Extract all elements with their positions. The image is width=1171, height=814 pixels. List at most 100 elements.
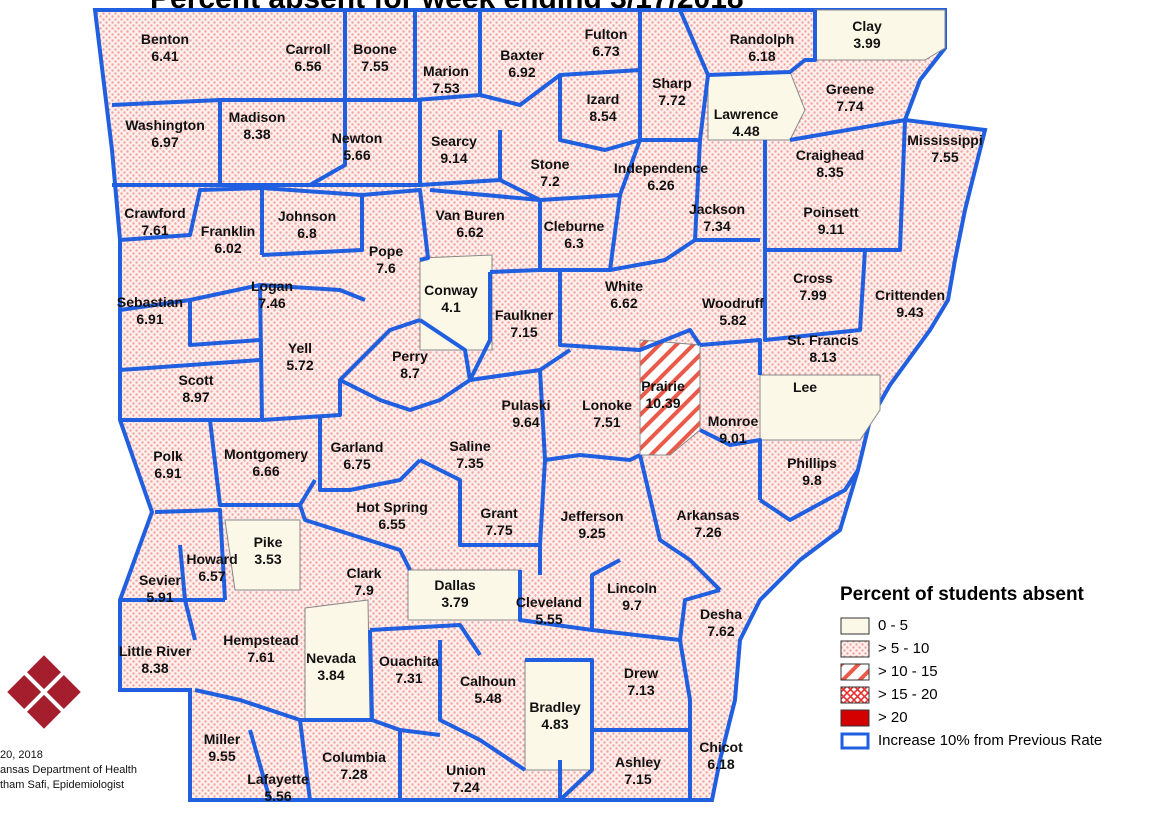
county-value-baxter: 6.92: [508, 64, 535, 80]
county-name-sebastian: Sebastian: [117, 294, 183, 310]
county-name-marion: Marion: [423, 63, 469, 79]
county-name-nevada: Nevada: [306, 650, 356, 666]
legend-swatch-dots: [840, 640, 870, 657]
county-name-lonoke: Lonoke: [582, 397, 632, 413]
county-value-independence: 6.26: [647, 177, 674, 193]
county-name-scott: Scott: [179, 372, 214, 388]
county-value-perry: 8.7: [400, 365, 420, 381]
county-name-benton: Benton: [141, 31, 189, 47]
county-value-crawford: 7.61: [141, 222, 168, 238]
county-name-miller: Miller: [204, 731, 241, 747]
county-boundaries: [111, 9, 907, 802]
county-value-lawrence: 4.48: [732, 123, 759, 139]
county-name-cross: Cross: [793, 270, 833, 286]
county-value-arkansas: 7.26: [694, 524, 721, 540]
county-value-cleveland: 5.55: [535, 611, 562, 627]
county-name-drew: Drew: [624, 665, 658, 681]
county-name-searcy: Searcy: [431, 133, 477, 149]
credit-date: 20, 2018: [0, 749, 43, 761]
county-value-lincoln: 9.7: [622, 597, 642, 613]
county-name-polk: Polk: [153, 448, 183, 464]
county-value-columbia: 7.28: [340, 766, 367, 782]
county-value-logan: 7.46: [258, 295, 285, 311]
county-name-baxter: Baxter: [500, 47, 544, 63]
county-value-randolph: 6.18: [748, 48, 775, 64]
legend: Percent of students absent 0 - 5 > 5 - 1…: [840, 584, 1170, 752]
county-name-johnson: Johnson: [278, 208, 336, 224]
legend-swatch-red: [840, 709, 870, 726]
county-name-perry: Perry: [392, 348, 428, 364]
county-value-sharp: 7.72: [658, 92, 685, 108]
county-value-white: 6.62: [610, 295, 637, 311]
county-name-montgomery: Montgomery: [224, 446, 308, 462]
county-name-mississippi: Mississippi: [907, 132, 982, 148]
county-value-saline: 7.35: [456, 455, 483, 471]
county-name-pope: Pope: [369, 243, 403, 259]
county-name-van-buren: Van Buren: [435, 207, 504, 223]
county-name-washington: Washington: [125, 117, 205, 133]
credit-org: ansas Department of Health: [0, 764, 137, 776]
county-name-conway: Conway: [424, 282, 478, 298]
county-name-newton: Newton: [332, 130, 383, 146]
legend-label: Increase 10% from Previous Rate: [878, 732, 1103, 749]
county-name-pike: Pike: [254, 534, 283, 550]
county-name-calhoun: Calhoun: [460, 673, 516, 689]
county-value-van-buren: 6.62: [456, 224, 483, 240]
legend-item-15-20: > 15 - 20: [840, 683, 1170, 706]
county-value-phillips: 9.8: [802, 472, 822, 488]
county-value-hot-spring: 6.55: [378, 516, 405, 532]
legend-label: > 15 - 20: [878, 686, 938, 703]
county-name-craighead: Craighead: [796, 147, 864, 163]
county-value-woodruff: 5.82: [719, 312, 746, 328]
county-name-sevier: Sevier: [139, 572, 182, 588]
county-name-cleveland: Cleveland: [516, 594, 582, 610]
county-name-columbia: Columbia: [322, 749, 386, 765]
county-value-yell: 5.72: [286, 357, 313, 373]
county-name-arkansas: Arkansas: [676, 507, 739, 523]
county-value-jackson: 7.34: [703, 218, 730, 234]
county-value-johnson: 6.8: [297, 225, 317, 241]
county-value-izard: 8.54: [589, 108, 616, 124]
county-value-bradley: 4.83: [541, 716, 568, 732]
light-counties: [224, 9, 946, 771]
county-value-cleburne: 6.3: [564, 235, 584, 251]
county-value-dallas: 3.79: [441, 594, 468, 610]
county-name-jefferson: Jefferson: [560, 508, 623, 524]
county-name-lawrence: Lawrence: [714, 106, 779, 122]
county-value-mississippi: 7.55: [931, 149, 958, 165]
county-name-lafayette: Lafayette: [247, 771, 309, 787]
county-name-carroll: Carroll: [285, 41, 330, 57]
county-value-scott: 8.97: [182, 389, 209, 405]
county-name-fulton: Fulton: [585, 26, 628, 42]
county-value-poinsett: 9.11: [818, 221, 845, 237]
county-name-desha: Desha: [700, 606, 742, 622]
county-name-clark: Clark: [346, 565, 381, 581]
legend-item-0-5: 0 - 5: [840, 614, 1170, 637]
county-name-cleburne: Cleburne: [544, 218, 605, 234]
county-name-jackson: Jackson: [689, 201, 745, 217]
legend-label: > 5 - 10: [878, 640, 930, 657]
legend-title: Percent of students absent: [840, 584, 1084, 605]
county-value-pike: 3.53: [254, 551, 281, 567]
county-name-monroe: Monroe: [708, 413, 759, 429]
county-name-saline: Saline: [449, 438, 490, 454]
county-name-lee: Lee: [793, 379, 817, 395]
county-name-chicot: Chicot: [699, 739, 743, 755]
county-value-lonoke: 7.51: [593, 414, 620, 430]
legend-label: > 20: [878, 709, 908, 726]
county-value-union: 7.24: [452, 779, 479, 795]
county-name-stone: Stone: [531, 156, 570, 172]
county-name-izard: Izard: [587, 91, 620, 107]
county-name-union: Union: [446, 762, 486, 778]
county-value-clay: 3.99: [853, 35, 880, 51]
county-name-faulkner: Faulkner: [495, 307, 554, 323]
county-value-miller: 9.55: [208, 748, 235, 764]
county-value-clark: 7.9: [354, 582, 374, 598]
county-value-jefferson: 9.25: [578, 525, 605, 541]
county-value-montgomery: 6.66: [252, 463, 279, 479]
county-value-franklin: 6.02: [214, 240, 241, 256]
county-name-randolph: Randolph: [730, 31, 795, 47]
county-value-ashley: 7.15: [624, 771, 651, 787]
county-name-lincoln: Lincoln: [607, 580, 657, 596]
county-value-fulton: 6.73: [592, 43, 619, 59]
